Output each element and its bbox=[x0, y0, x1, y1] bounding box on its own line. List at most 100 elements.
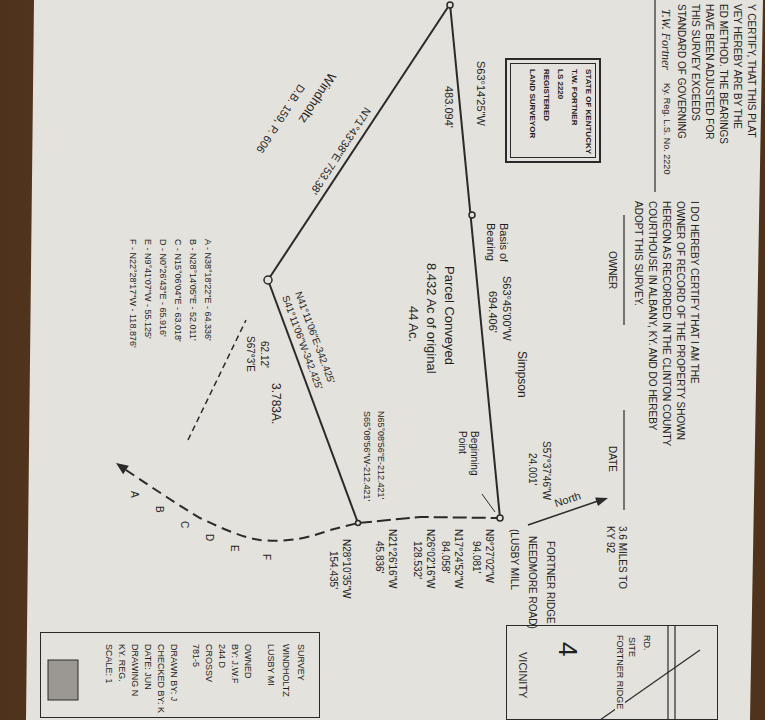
distance-label: 24.001' bbox=[527, 452, 539, 487]
node-text: T.W. FORTNER bbox=[570, 68, 579, 126]
node-text: STATE OF KENTUCKY bbox=[584, 68, 593, 155]
bearing-label: S67°3'E bbox=[245, 335, 257, 373]
node-text: DRAWN BY: J bbox=[169, 643, 179, 702]
node-text: DATE: JUN bbox=[143, 643, 153, 691]
bearing-label: S63°14'25"W bbox=[474, 60, 487, 127]
distance-label: 154.435' bbox=[328, 550, 340, 590]
title-mark bbox=[48, 660, 78, 700]
distance-label: 94.081' bbox=[471, 540, 483, 575]
title-block: SURVEYWINDHOLTZLUSBY MIOWNEDBY: J.W.F244… bbox=[40, 632, 320, 718]
bearing-label: S63°45'00"W bbox=[500, 275, 513, 342]
boundary-line bbox=[268, 280, 358, 523]
vicinity-map: VICINITY 4 FORTNER RIDGESITE RD. bbox=[506, 625, 718, 720]
distance-label: 62.12' bbox=[259, 340, 271, 369]
curve-table-row: A - N38°18'22"E - 64.336' bbox=[203, 238, 213, 342]
node-text: REGISTERED bbox=[542, 68, 551, 122]
node-text: CROSSV bbox=[204, 643, 214, 683]
curve-letter: B bbox=[154, 505, 166, 514]
signature-line bbox=[623, 215, 624, 325]
curve-table-row: C - N15°06'04"E - 63.018' bbox=[173, 238, 183, 343]
distance-label: 84.058' bbox=[440, 540, 452, 575]
curve-letter: D bbox=[204, 533, 216, 542]
node-text: 781-5 bbox=[191, 643, 201, 668]
note-label: Beginning Point bbox=[457, 430, 480, 492]
parcel-label: Parcel Conveyed bbox=[441, 265, 456, 366]
certificate-text: VEY HEREBY ARE BY THE bbox=[732, 3, 744, 130]
node-text: SITE bbox=[627, 636, 637, 658]
curve-letter: F bbox=[261, 553, 273, 561]
parcel-label: 44 Ac. bbox=[405, 305, 420, 343]
bearing-label: N9°27'02"W bbox=[484, 528, 496, 584]
curve-table-row: B - N28°14'05"E - 52.011' bbox=[188, 238, 198, 342]
signature-caption: DATE bbox=[607, 445, 619, 473]
road-name: NEEDMORE ROAD) bbox=[527, 535, 539, 630]
signature-line bbox=[623, 410, 624, 510]
signature: T.W. Fortner bbox=[658, 8, 672, 71]
certificate-text: STANDARD OF GOVERNING bbox=[676, 3, 688, 140]
boundary-line bbox=[268, 4, 450, 280]
certificate-text: Y CERTIFY, THAT THIS PLAT bbox=[746, 3, 758, 139]
corner-point bbox=[447, 2, 453, 8]
node-text: FORTNER RIDGE bbox=[615, 634, 625, 710]
certificate-text: THIS SURVEY EXCEEDS bbox=[690, 3, 702, 122]
curve-table-row: F - N22°28'17"W - 118.876' bbox=[128, 238, 138, 349]
bearing-label: S65°08'56"W-212.421' bbox=[362, 410, 372, 502]
bearing-label: S57°37'46"W bbox=[541, 440, 553, 501]
node-text: RD. bbox=[642, 634, 652, 652]
road-name: (LUSBY MILL bbox=[509, 528, 521, 591]
node-text: CHECKED BY: K bbox=[156, 643, 166, 714]
certificate-text: ED METHOD. THE BEARINGS bbox=[718, 3, 730, 145]
owner-certificate: I DO HEREBY CERTIFY THAT I AM THE bbox=[689, 200, 701, 385]
certificate-text: HAVE BEEN ADJUSTED FOR bbox=[704, 3, 716, 140]
owner-certificate: COURTHOUSE IN ALBANY, KY. AND DO HEREBY bbox=[647, 200, 659, 432]
curve-letter: C bbox=[179, 520, 191, 529]
vicinity-road bbox=[674, 625, 675, 720]
signature-line bbox=[654, 0, 655, 192]
node-text: LS 2220 bbox=[556, 68, 565, 100]
corner-point bbox=[264, 276, 272, 284]
adjoiner-name: Simpson bbox=[514, 350, 528, 399]
bearing-label: N21°26'16"W bbox=[387, 528, 399, 590]
surveyor-stamp: STATE OF KENTUCKY T.W. FORTNER LS 2220 REGI… bbox=[505, 58, 601, 163]
note-label: Basis of Bearing bbox=[485, 222, 510, 278]
paper bbox=[26, 0, 763, 720]
owner-certificate: ADOPT THIS SURVEY. bbox=[633, 200, 645, 307]
distance-label: 483.094' bbox=[442, 85, 455, 129]
signature-caption: OWNER bbox=[607, 250, 619, 290]
bearing-label: N28°10'35"W bbox=[341, 538, 353, 600]
curve-table-row: E - N9°41'07"W - 55.125' bbox=[143, 238, 153, 340]
corner-point bbox=[356, 521, 361, 526]
leader-line bbox=[482, 494, 495, 512]
road-line bbox=[126, 470, 358, 541]
node-text: KY. REG. bbox=[117, 643, 127, 683]
node-text: 244 D bbox=[217, 643, 227, 669]
node-text: SURVEY bbox=[296, 643, 306, 682]
node-text: 4 bbox=[552, 641, 582, 657]
node-text: WINDHOLTZ bbox=[281, 643, 291, 698]
distance-label: 45.836' bbox=[374, 540, 386, 575]
node-text: VICINITY bbox=[516, 651, 529, 699]
node-text: BY: J.W.F bbox=[230, 643, 240, 685]
arrow-head bbox=[595, 498, 608, 506]
distance-label: 694.406' bbox=[486, 290, 499, 334]
curve-letter: A bbox=[129, 490, 141, 499]
owner-certificate: HEREON AS RECORDED IN THE CLINTON COUNTY bbox=[661, 200, 673, 447]
curve-letter: E bbox=[229, 544, 241, 553]
distance-label: 128.532' bbox=[412, 540, 424, 580]
node-text: DRAWING N bbox=[130, 643, 140, 697]
area-label: 3.783A. bbox=[268, 382, 282, 425]
node-text: LAND SURVEYOR bbox=[528, 68, 537, 139]
bearing-label: N65°08'56"E-212.421' bbox=[376, 410, 386, 500]
corner-point bbox=[497, 515, 503, 521]
parcel-label: 8.432 Ac of original bbox=[423, 262, 438, 375]
bearing-label: N17°24'52"W bbox=[453, 528, 465, 590]
curve-table-row: D - N0°26'43"E - 65.916' bbox=[158, 238, 168, 338]
node-text: SCALE: 1 bbox=[104, 643, 114, 685]
road-name: FORTNER RIDGE bbox=[545, 540, 557, 625]
registration-number: Ky. Reg. L.S. No. 2220 bbox=[662, 82, 672, 175]
corner-point bbox=[469, 212, 475, 218]
arrow-head bbox=[116, 463, 129, 474]
bearing-label: N26°02'16"W bbox=[425, 528, 437, 590]
node-text: LUSBY MI bbox=[266, 643, 276, 687]
